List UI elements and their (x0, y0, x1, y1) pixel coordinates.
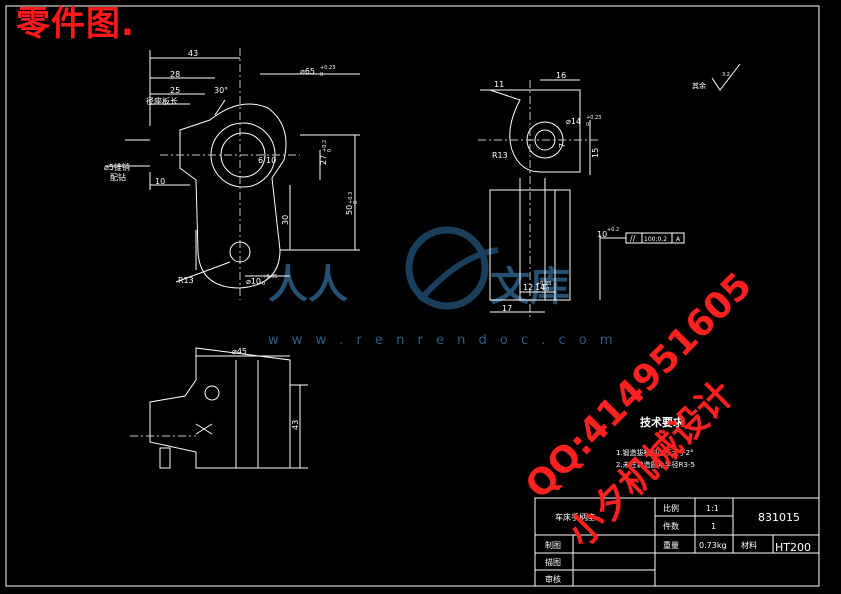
side-dims: 11 16 ⌀14 +0.23 0 7 15 R13 10 +0.2 12 14… (492, 71, 681, 313)
svg-text:+0.05: +0.05 (262, 274, 277, 280)
top-dims: ⌀45 43 (232, 347, 300, 430)
svg-text:⌀5锥销: ⌀5锥销 (104, 162, 130, 172)
tech-line1: 1.锻造拔模斜度不大于2° (616, 448, 694, 457)
svg-text:12: 12 (523, 283, 533, 292)
tech-title: 技术要求 (640, 415, 685, 429)
front-view (105, 48, 360, 300)
svg-text:10: 10 (266, 156, 276, 165)
svg-text:1:1: 1:1 (706, 504, 719, 513)
watermark-label1: 人人 (268, 262, 348, 308)
side-view (478, 79, 685, 318)
svg-text:0: 0 (262, 281, 265, 287)
front-dims: 43 28 25 径座板长 30° ⌀65 +0.23 0 27 +0.2 0 … (104, 49, 359, 287)
svg-text:制图: 制图 (545, 540, 561, 550)
svg-text:+0.23: +0.23 (536, 281, 551, 287)
svg-text:⌀10: ⌀10 (246, 277, 261, 286)
svg-text:1: 1 (711, 522, 716, 531)
drawing-frame (5, 5, 820, 587)
svg-text:17: 17 (502, 304, 512, 313)
svg-text:⌀65: ⌀65 (300, 67, 315, 76)
svg-text:15: 15 (591, 148, 600, 158)
svg-text:径座板长: 径座板长 (146, 96, 178, 106)
svg-text:25: 25 (170, 86, 180, 95)
part-name: 车床手柄座 (555, 512, 595, 522)
svg-text:其余: 其余 (692, 81, 706, 90)
svg-text:⌀45: ⌀45 (232, 347, 247, 356)
svg-text:43: 43 (188, 49, 198, 58)
svg-text:0: 0 (586, 122, 589, 128)
svg-text:11: 11 (494, 80, 504, 89)
svg-text:0: 0 (546, 287, 549, 293)
svg-text:件数: 件数 (663, 521, 679, 531)
svg-text:28: 28 (170, 70, 180, 79)
title-block-text: 车床手柄座 比例 1:1 件数 1 重量 0.73kg 材料 HT200 831… (545, 503, 811, 584)
svg-text:27: 27 (319, 155, 328, 165)
svg-text:30°: 30° (214, 86, 228, 95)
roughness-symbol: 其余 3.2 (692, 63, 741, 91)
svg-text:描图: 描图 (545, 557, 561, 567)
svg-text:14: 14 (535, 283, 545, 292)
material-value: HT200 (775, 541, 811, 554)
svg-text:材料: 材料 (741, 540, 757, 550)
svg-text:R13: R13 (492, 151, 508, 160)
svg-text:10: 10 (597, 230, 607, 239)
svg-text:重量: 重量 (663, 540, 679, 550)
svg-text:A: A (676, 236, 681, 243)
svg-text:6: 6 (258, 156, 263, 165)
svg-text:审核: 审核 (545, 574, 561, 584)
svg-text:0: 0 (320, 72, 323, 78)
watermark-label2: 文库 (490, 264, 570, 310)
svg-text:⌀14: ⌀14 (566, 117, 581, 126)
top-view (130, 347, 308, 469)
page-title: 零件图. (16, 4, 135, 44)
svg-text:30: 30 (281, 215, 290, 225)
svg-text:10: 10 (155, 177, 165, 186)
watermark-logo: 人人 文库 (268, 226, 570, 310)
svg-text:+0.23: +0.23 (586, 115, 601, 121)
svg-text:+0.23: +0.23 (320, 65, 335, 71)
svg-text:比例: 比例 (663, 503, 679, 513)
svg-text:0: 0 (353, 201, 359, 204)
watermark-url: w w w . r e n r e n d o c . c o m (268, 333, 618, 348)
svg-text:+0.2: +0.2 (322, 140, 328, 152)
svg-text:0: 0 (327, 149, 333, 152)
title-block (534, 497, 820, 587)
svg-text:0.73kg: 0.73kg (699, 541, 727, 550)
drawing-code: 831015 (758, 511, 800, 524)
svg-text:3.2: 3.2 (722, 72, 730, 78)
svg-text:+0.2: +0.2 (607, 227, 619, 233)
svg-text:100:0.2: 100:0.2 (644, 236, 667, 243)
svg-text://: // (630, 234, 636, 243)
tech-requirements: 技术要求 1.锻造拔模斜度不大于2° 2.未注铸造圆角半径R3-5 (616, 415, 695, 469)
svg-text:50: 50 (345, 205, 354, 215)
svg-text:+0.3: +0.3 (348, 192, 354, 204)
tech-line2: 2.未注铸造圆角半径R3-5 (616, 460, 695, 469)
svg-text:43: 43 (291, 420, 300, 430)
svg-text:7: 7 (558, 143, 567, 148)
svg-text:配钻: 配钻 (110, 172, 126, 182)
svg-text:R13: R13 (178, 276, 194, 285)
svg-text:16: 16 (556, 71, 566, 80)
